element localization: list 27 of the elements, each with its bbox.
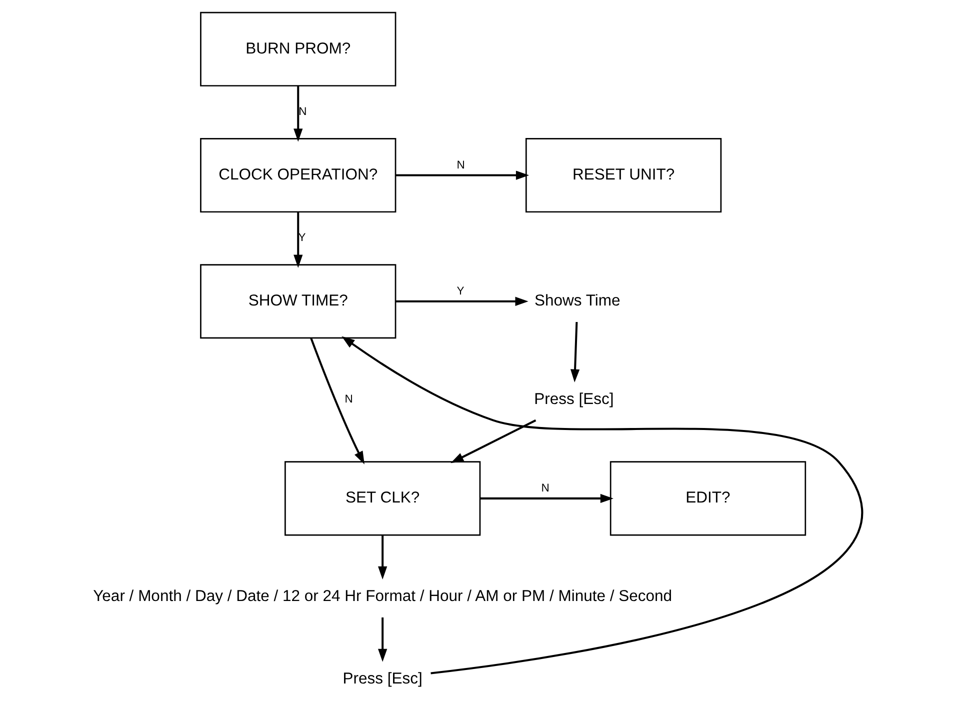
- node-box: SHOW TIME?: [200, 264, 396, 339]
- edge-label: N: [540, 482, 549, 495]
- arrow: [341, 336, 861, 674]
- node-text: Shows Time: [534, 292, 620, 310]
- edge-label: Y: [456, 286, 464, 298]
- node-text: Press [Esc]: [342, 670, 422, 688]
- arrow: [570, 322, 580, 382]
- edge-label: Y: [298, 232, 306, 244]
- node-box: CLOCK OPERATION?: [200, 138, 396, 213]
- arrow: [293, 86, 302, 142]
- node-box: RESET UNIT?: [524, 138, 722, 213]
- arrow: [378, 535, 387, 580]
- node-box: EDIT?: [609, 461, 806, 536]
- edge-label: N: [344, 394, 352, 406]
- node-box: BURN PROM?: [200, 12, 396, 86]
- arrow: [480, 494, 613, 504]
- edge-label: N: [298, 106, 306, 118]
- arrow: [395, 296, 528, 306]
- node-box: SET CLK?: [284, 461, 480, 536]
- node-text: Year / Month / Day / Date / 12 or 24 Hr Format / Hour / AM or PM / Minute / Second: [92, 588, 672, 606]
- node-text: Press [Esc]: [534, 391, 614, 408]
- arrow: [378, 617, 387, 662]
- arrow: [450, 419, 536, 464]
- arrow: [395, 170, 529, 180]
- arrow: [293, 212, 302, 268]
- edge-label: N: [456, 160, 464, 172]
- arrow: [310, 338, 364, 464]
